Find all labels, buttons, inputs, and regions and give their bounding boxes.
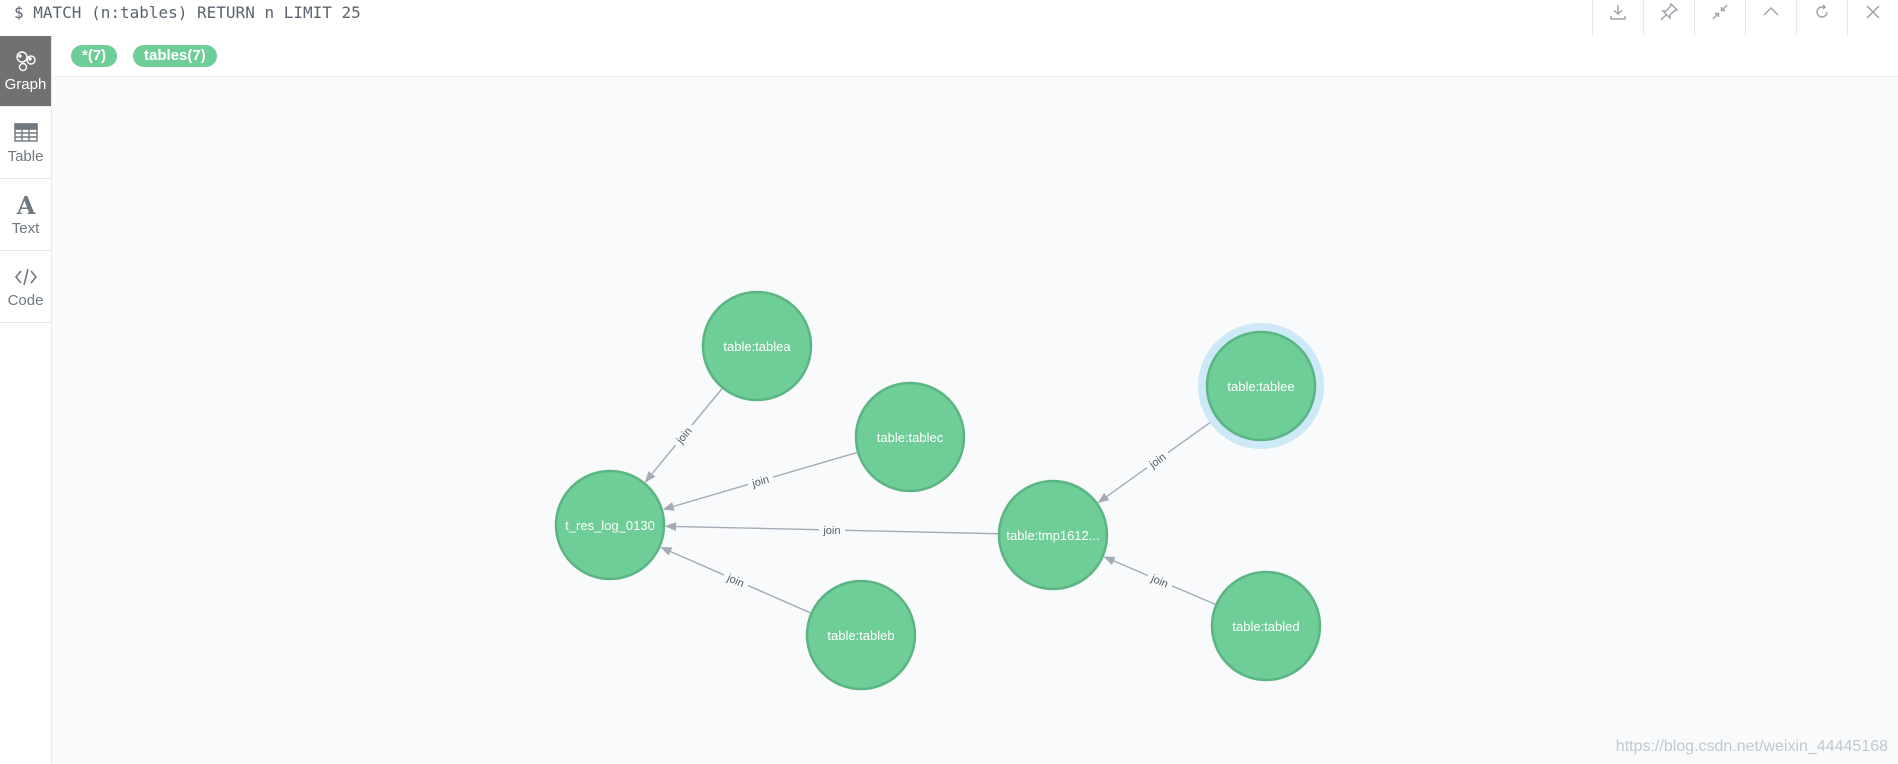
relationship-edge[interactable]: join xyxy=(662,451,858,511)
node-circle[interactable] xyxy=(1205,330,1317,442)
node-circle[interactable] xyxy=(554,469,666,581)
text-icon: A xyxy=(15,192,35,218)
rerun-button[interactable] xyxy=(1796,0,1847,36)
graph-node[interactable]: table:tableb xyxy=(805,579,917,691)
relationship-label: join xyxy=(822,525,840,537)
pin-icon xyxy=(1660,2,1679,21)
legend-all-nodes-pill[interactable]: *(7) xyxy=(71,45,118,67)
view-graph-label: Graph xyxy=(4,76,47,93)
node-caption: table:tmp1612... xyxy=(1006,528,1099,543)
node-circle[interactable] xyxy=(701,290,813,402)
collapse-icon xyxy=(1712,4,1728,20)
result-toolbar xyxy=(1592,0,1898,36)
relationship-label-bg xyxy=(670,420,697,449)
node-circle[interactable] xyxy=(1210,570,1322,682)
close-icon xyxy=(1866,5,1880,19)
node-caption: table:tablec xyxy=(877,430,944,445)
relationship-label-bg xyxy=(818,522,846,537)
relationship-label-bg xyxy=(746,470,775,491)
relationship-label-bg xyxy=(1145,569,1175,592)
table-icon xyxy=(13,122,38,142)
view-text-label: Text xyxy=(11,219,40,237)
nodes-layer: t_res_log_0130 table:tablea table:tablec ta… xyxy=(554,290,1324,691)
relationship-edge[interactable]: join xyxy=(660,546,811,614)
download-icon xyxy=(1610,5,1626,20)
node-caption: t_res_log_0130 xyxy=(565,518,655,533)
close-button[interactable] xyxy=(1847,0,1898,36)
view-code-button[interactable]: Code xyxy=(0,251,51,323)
node-caption: table:tablea xyxy=(723,339,791,354)
relationship-label-bg xyxy=(721,568,751,591)
scroll-up-button[interactable] xyxy=(1745,0,1796,36)
node-circle[interactable] xyxy=(997,479,1109,591)
relationship-edge[interactable]: join xyxy=(644,388,723,483)
graph-icon xyxy=(15,51,36,72)
graph-node[interactable]: table:tablea xyxy=(701,290,813,402)
refresh-icon xyxy=(1816,4,1828,18)
query-text[interactable]: $ MATCH (n:tables) RETURN n LIMIT 25 xyxy=(14,3,361,22)
graph-node[interactable]: table:tablec xyxy=(854,381,966,493)
chevron-up-icon xyxy=(1763,7,1779,16)
query-bar: $ MATCH (n:tables) RETURN n LIMIT 25 xyxy=(0,0,1898,37)
view-graph-button[interactable]: Graph xyxy=(0,36,51,107)
relationship-edge[interactable]: join xyxy=(1103,556,1216,606)
code-icon xyxy=(14,268,37,285)
graph-node[interactable]: table:tabled xyxy=(1210,570,1322,682)
graph-node[interactable]: table:tablee xyxy=(1198,323,1324,449)
view-switcher: Graph Table A Text Code xyxy=(0,36,52,764)
node-caption: table:tabled xyxy=(1232,619,1299,634)
view-code-label: Code xyxy=(7,291,44,309)
view-table-label: Table xyxy=(7,147,44,165)
node-circle[interactable] xyxy=(805,579,917,691)
collapse-button[interactable] xyxy=(1694,0,1745,36)
node-circle[interactable] xyxy=(854,381,966,493)
node-caption: table:tablee xyxy=(1227,379,1294,394)
view-table-button[interactable]: Table xyxy=(0,107,51,179)
svg-text:A: A xyxy=(15,192,35,218)
watermark: https://blog.csdn.net/weixin_44445168 xyxy=(1615,738,1888,755)
node-caption: table:tableb xyxy=(827,628,894,643)
legend-tables-label-pill[interactable]: tables(7) xyxy=(133,45,217,67)
relationship-label: join xyxy=(750,474,771,491)
graph-node[interactable]: table:tmp1612... xyxy=(997,479,1109,591)
relationship-edge[interactable]: join xyxy=(1097,417,1217,504)
relationship-label-bg xyxy=(1142,446,1172,473)
graph-node[interactable]: t_res_log_0130 xyxy=(554,469,666,581)
legend-bar: *(7) tables(7) xyxy=(52,36,1898,77)
download-button[interactable] xyxy=(1592,0,1643,36)
view-text-button[interactable]: A Text xyxy=(0,179,51,251)
pin-button[interactable] xyxy=(1643,0,1694,36)
relationship-edge[interactable]: join xyxy=(664,522,999,537)
